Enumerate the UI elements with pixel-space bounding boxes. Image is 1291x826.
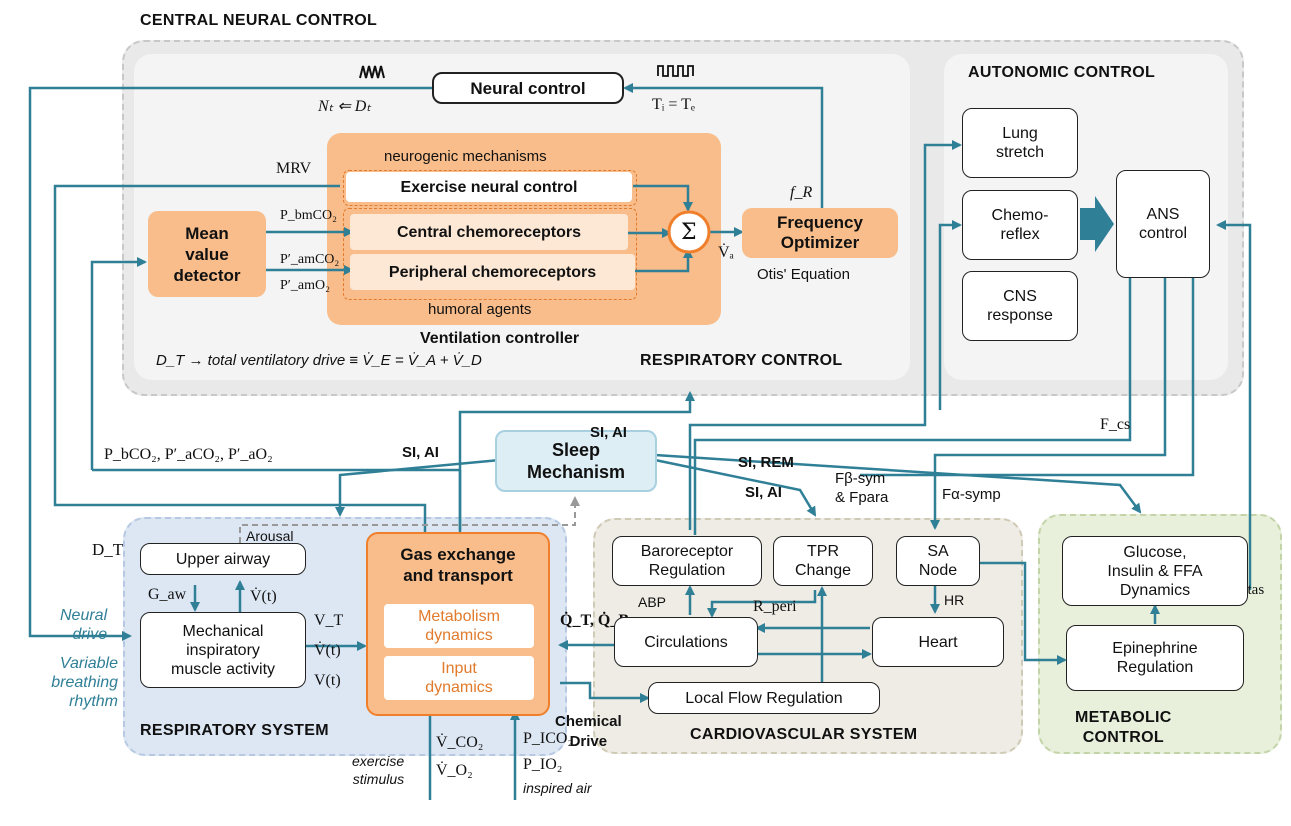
qt-qb-label: Q̇_T, Q̇_B — [560, 612, 630, 629]
humoral-label: humoral agents — [428, 301, 532, 318]
pio2-label: P_IO₂ — [523, 756, 563, 773]
fr-label: f_R — [790, 184, 813, 201]
cardiovascular-title: CARDIOVASCULAR SYSTEM — [690, 726, 918, 743]
falpha-symp-label: Fα-symp — [942, 486, 1001, 503]
chemoreflex-fat-arrow — [1080, 196, 1114, 252]
autonomic-title: AUTONOMIC CONTROL — [968, 64, 1156, 81]
heart-node[interactable]: Heart — [872, 617, 1004, 667]
fcs-label: F_cs — [1100, 416, 1131, 433]
dt-left-label: D_T — [92, 540, 124, 559]
upper-airway-node[interactable]: Upper airway — [140, 543, 306, 575]
fpara-label: & Fpara — [835, 489, 889, 506]
vtidal-label: V_T — [314, 612, 344, 629]
pbco2-list-label: P_bCO₂, P′_aCO₂, P′_aO₂ — [104, 446, 273, 463]
neural-control-node[interactable]: Neural control — [432, 72, 624, 104]
pico2-label: P_ICO₂ — [523, 730, 574, 747]
total-drive-formula: D_T → total ventilatory drive ≡ V̇_E = V… — [156, 352, 482, 369]
ventilation-controller-label: Ventilation controller — [420, 330, 580, 347]
abp-label: ABP — [638, 594, 667, 610]
nt-dt-label: Nₜ ⇐ Dₜ — [318, 98, 372, 115]
mrv-label: MRV — [276, 160, 312, 177]
pamco2-label: P′_amCO₂ — [280, 252, 340, 267]
central-neural-title: CENTRAL NEURAL CONTROL — [140, 12, 378, 29]
central-chemoreceptors-node[interactable]: Central chemoreceptors — [350, 214, 628, 250]
pulse-glyph-right — [657, 65, 694, 77]
pbmco2-label: P_bmCO₂ — [280, 208, 338, 223]
inspired-air-label: inspired air — [523, 780, 592, 796]
chemoreflex-node[interactable]: Chemo-reflex — [962, 190, 1078, 260]
sum-symbol: Σ — [681, 220, 697, 245]
neurogenic-label: neurogenic mechanisms — [384, 148, 547, 165]
peripheral-chemoreceptors-node[interactable]: Peripheral chemoreceptors — [350, 254, 635, 290]
circulations-node[interactable]: Circulations — [614, 617, 758, 667]
arousal-label: Arousal — [246, 528, 294, 544]
respiratory-control-title: RESPIRATORY CONTROL — [640, 352, 843, 369]
vco2-label: V̇_CO₂ — [436, 734, 484, 751]
humoral-dashed-box — [343, 208, 637, 300]
v-t-label: V(t) — [314, 672, 341, 689]
pulse-glyph-left — [359, 65, 385, 79]
vdot-a-label: V̇ₐ — [718, 244, 734, 261]
hr-label: HR — [944, 592, 965, 608]
si-ai-right-label: SI, AI — [745, 484, 782, 501]
vdot-t-label: V̇(t) — [314, 642, 341, 659]
si-rem-label: SI, REM — [738, 454, 794, 471]
ti-te-label: Tᵢ = Tₑ — [652, 96, 695, 113]
neurogenic-dashed-box — [343, 170, 637, 206]
si-ai-top-label: SI, AI — [590, 424, 627, 441]
si-ai-left-label: SI, AI — [402, 444, 439, 461]
rperi-label: R_peri — [753, 598, 797, 615]
fbeta-sym-label: Fβ-sym — [835, 470, 886, 487]
gaw-label: G_aw — [148, 586, 187, 603]
vo2-label: V̇_O₂ — [436, 762, 473, 779]
respiratory-system-title: RESPIRATORY SYSTEM — [140, 722, 329, 739]
pamo2-label: P′_amO₂ — [280, 278, 330, 293]
exercise-neural-control-node[interactable]: Exercise neural control — [346, 172, 632, 202]
sum-junction — [667, 210, 711, 254]
vdot-up-label: V̇(t) — [250, 588, 277, 605]
local-flow-node[interactable]: Local Flow Regulation — [648, 682, 880, 714]
otis-equation-label: Otis' Equation — [757, 266, 850, 283]
